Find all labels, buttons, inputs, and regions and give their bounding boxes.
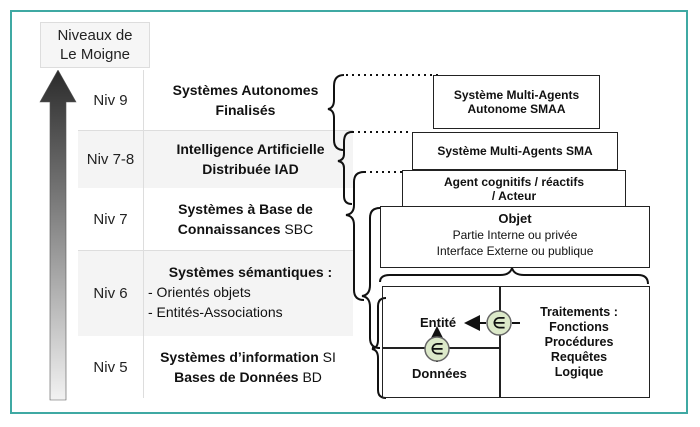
box-agent-line-2: / Acteur [491,189,537,203]
box-objet-title: Objet [498,211,532,226]
level-7-title-2-norm: SBC [280,221,314,237]
level-row-band-5 [78,336,353,398]
traitements-item-4: Logique [554,365,604,379]
element-of-symbol-center: ∈ [430,341,443,358]
level-row-band-9 [78,70,353,130]
box-sma: Système Multi-Agents SMA [412,132,618,170]
level-7-title-1: Systèmes à Base de [178,201,313,217]
level-5-title-1-norm: SI [318,349,336,365]
level-desc-7: Systèmes à Base de Connaissances SBC [148,199,343,239]
niv-label-6: Niv 6 [93,284,128,302]
box-agent-line-1: Agent cognitifs / réactifs [443,175,585,189]
level-arrow [39,70,77,401]
box-objet: Objet Partie Interne ou privée Interface… [380,206,650,268]
objet-bottom-brace [379,264,649,285]
level-row-band-7 [78,188,353,250]
box-sma-autonome-line-1: Système Multi-Agents [453,88,580,102]
brace-9 [327,74,345,151]
level-78-title-1: Intelligence Artificielle [176,141,325,157]
level-78-title-2: Distribuée IAD [202,161,299,177]
level-9-title-2: Finalisés [215,102,276,118]
traitements-block: Traitements : Fonctions Procédures Requê… [515,305,643,380]
brace-7 [345,171,365,301]
box-agent: Agent cognitifs / réactifs / Acteur [402,170,626,208]
level-divider [143,70,144,398]
box-objet-line-2: Interface Externe ou publique [436,244,594,258]
traitements-item-1: Fonctions [549,320,609,334]
box-sma-autonome: Système Multi-Agents Autonome SMAA [433,75,600,129]
level-6-item-2: - Entités-Associations [148,304,283,320]
level-desc-78: Intelligence Artificielle Distribuée IAD [148,139,353,179]
level-7-title-2-bold: Connaissances [177,221,281,237]
element-of-circle-right [486,310,512,336]
niv-label-5: Niv 5 [93,358,128,376]
niv-label-9: Niv 9 [93,91,128,109]
brace-78 [337,131,353,205]
level-row-band-78 [78,130,353,190]
level-desc-9: Systèmes Autonomes Finalisés [148,80,343,120]
element-of-symbol-right: ∈ [492,315,505,332]
traitements-item-3: Requêtes [550,350,608,364]
brace-6 [361,207,381,349]
header-line-2: Le Moigne [59,46,131,63]
level-desc-6: Systèmes sémantiques : - Orientés objets… [148,262,353,322]
traitements-title: Traitements : [540,305,618,319]
box-sma-line-1: Système Multi-Agents SMA [437,144,593,158]
box-objet-line-1: Partie Interne ou privée [452,228,578,242]
level-desc-5: Systèmes d’information SI Bases de Donné… [148,347,348,387]
niv-label-7: Niv 7 [93,210,128,228]
niv-label-78: Niv 7-8 [86,150,135,168]
levels-header: Niveaux de Le Moigne [40,22,150,68]
inner-vertical-divider [499,287,501,397]
level-9-title-1: Systèmes Autonomes [172,82,319,98]
box-sma-autonome-line-2: Autonome SMAA [467,102,566,116]
donnees-label: Données [412,366,467,381]
level-5-title-2-bold: Bases de Données [174,369,299,385]
level-5-title-1-bold: Systèmes d’information [160,349,319,365]
level-row-band-6 [78,250,353,338]
header-line-1: Niveaux de [57,27,133,44]
element-of-circle-center [424,336,450,362]
traitements-item-2: Procédures [544,335,614,349]
level-6-item-1: - Orientés objets [148,284,251,300]
level-6-title: Systèmes sémantiques : [168,264,333,280]
level-5-title-2-norm: BD [298,369,322,385]
